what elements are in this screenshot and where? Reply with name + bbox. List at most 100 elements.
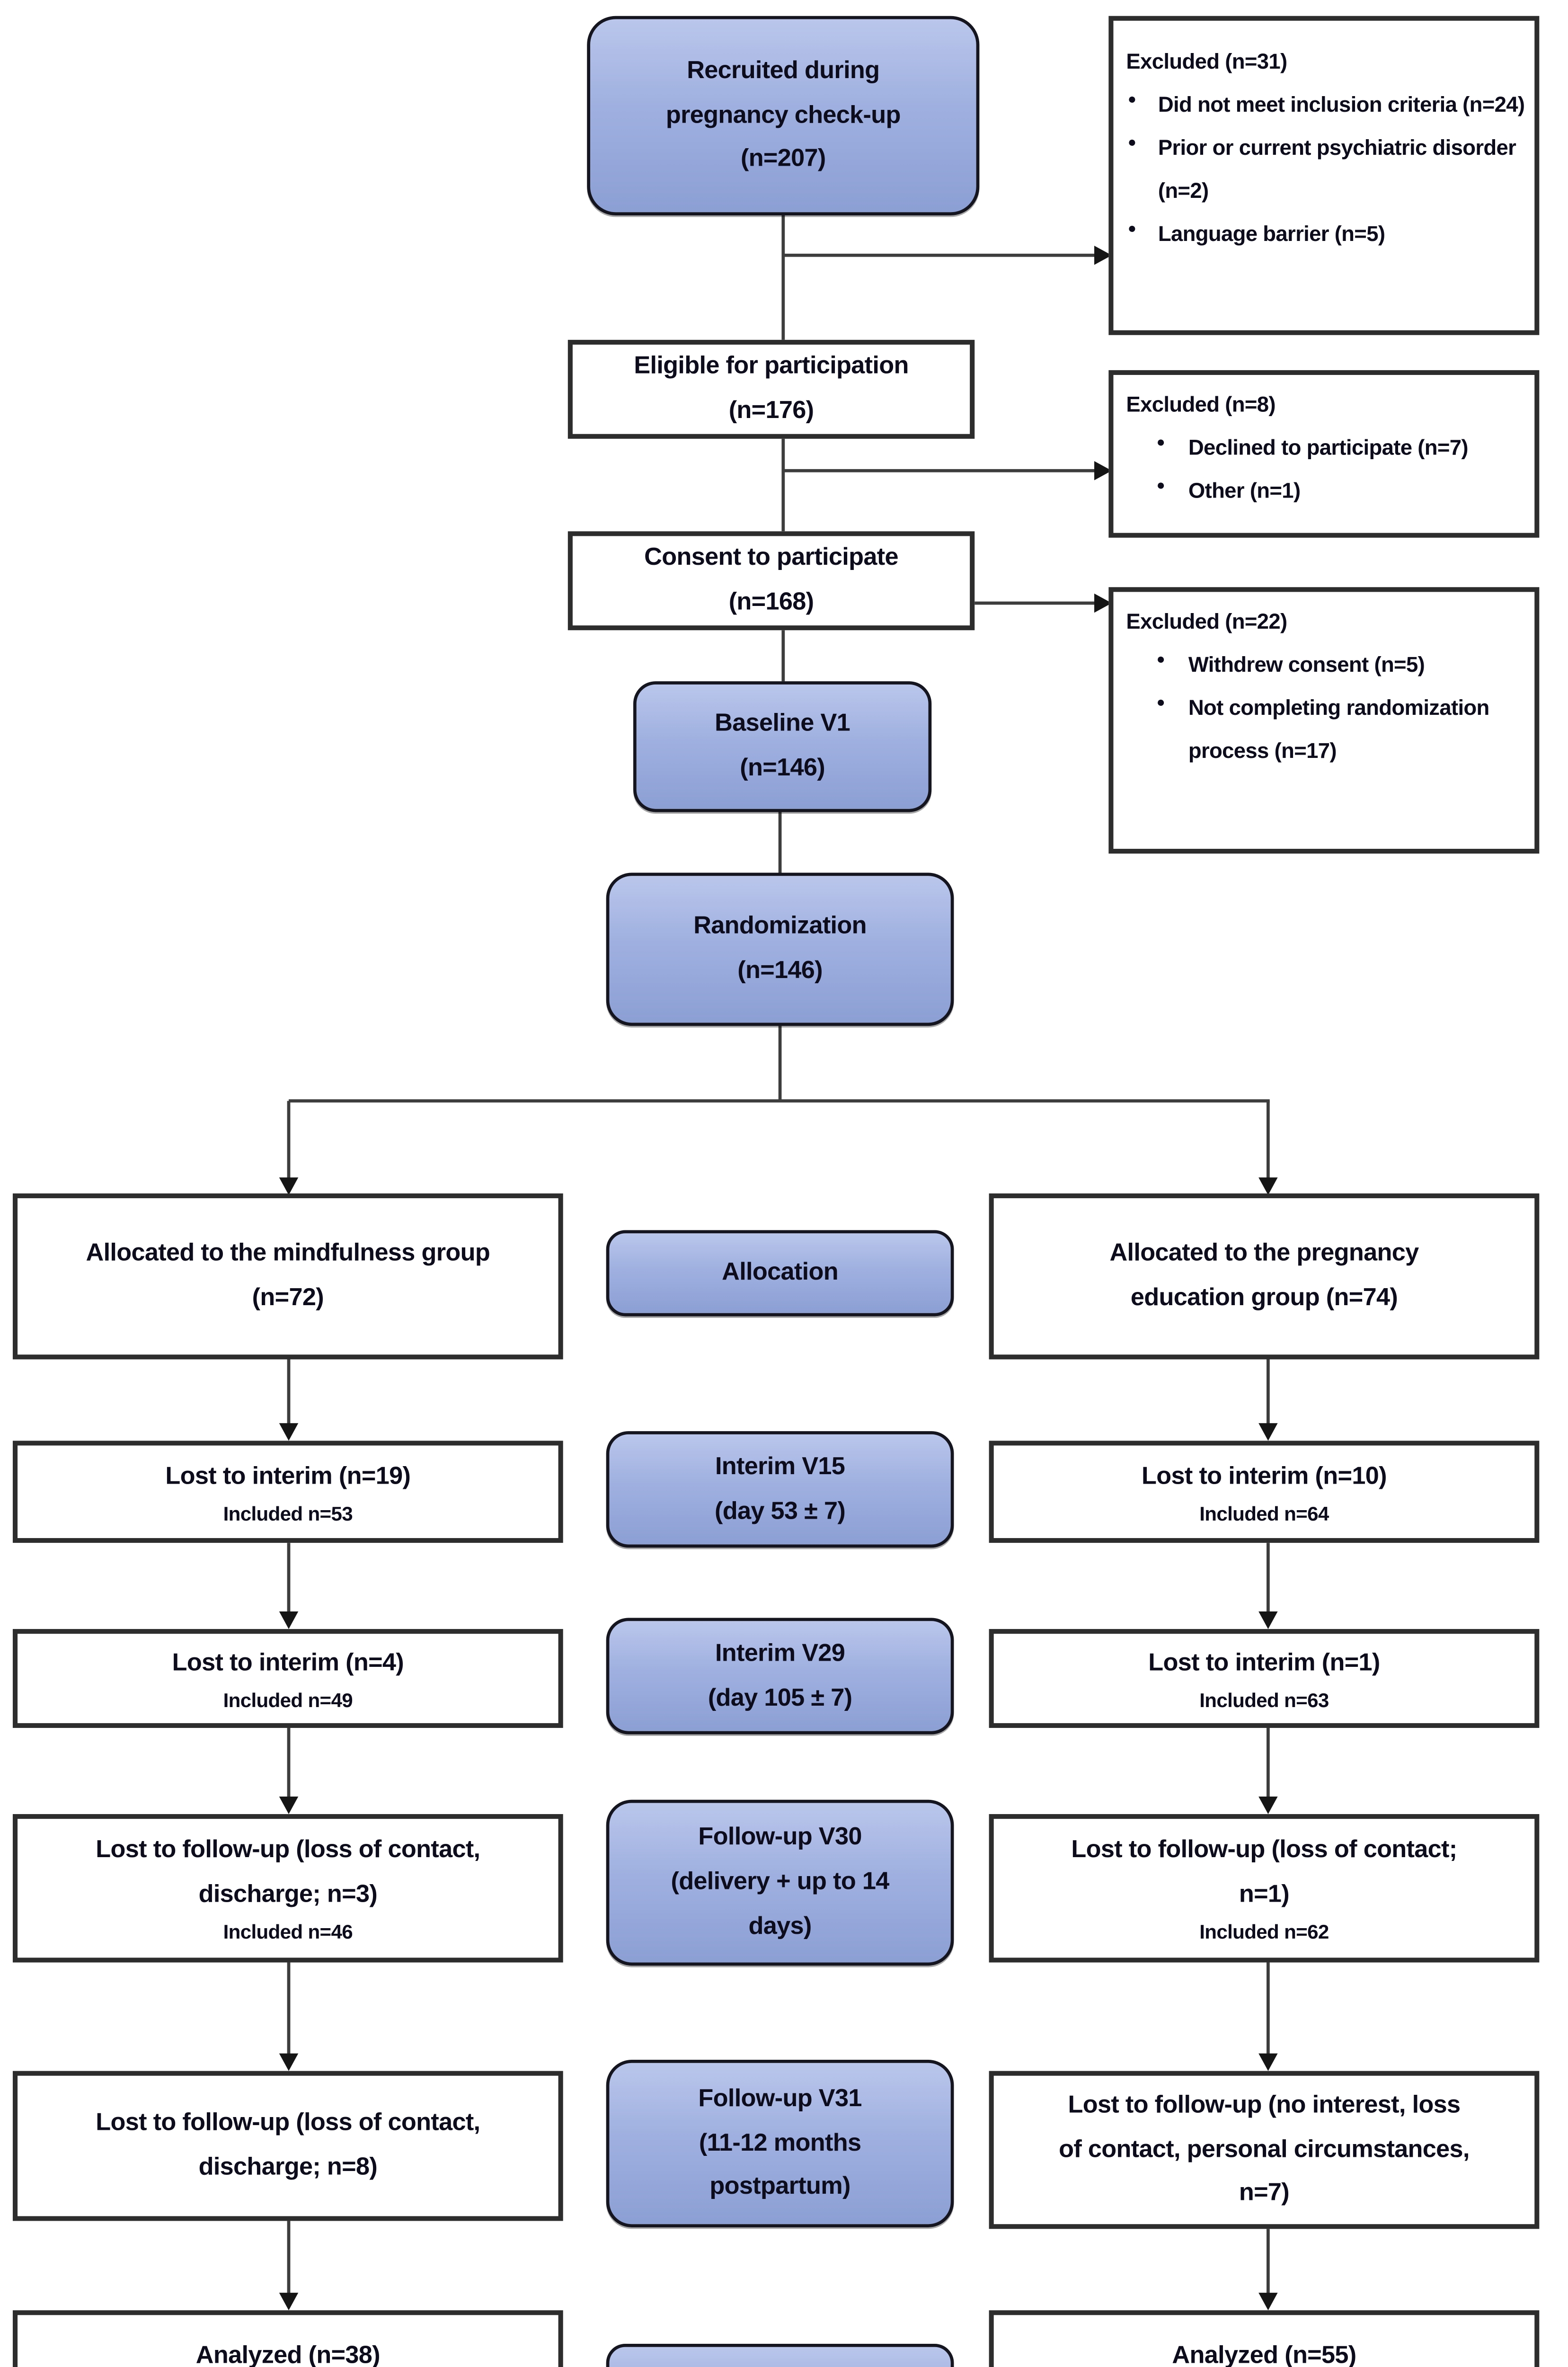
box-mindfulness-v31: Lost to follow-up (loss of contact, disc… — [12, 2071, 563, 2221]
box-included: Included n=53 — [223, 1502, 353, 1525]
box-education-v30: Lost to follow-up (loss of contact; n=1)… — [989, 1814, 1540, 1963]
node-count: (n=168) — [728, 588, 814, 616]
stage-detail: (day 53 ± 7) — [714, 1497, 846, 1525]
node-recruited: Recruited during pregnancy check-up (n=2… — [587, 16, 980, 215]
excluded-item: Language barrier (n=5) — [1113, 212, 1534, 255]
node-label: Randomization — [693, 913, 867, 940]
stage-label: Interim V15 — [715, 1453, 845, 1480]
stage-followup-v31: Follow-up V31 (11-12 months postpartum) — [606, 2060, 954, 2227]
box-label: of contact, personal circumstances, — [1059, 2136, 1470, 2163]
box-label: Lost to interim (n=4) — [172, 1649, 404, 1677]
box-label: Lost to interim (n=19) — [165, 1462, 411, 1490]
stage-label: Allocation — [722, 1259, 838, 1286]
arrowhead-right-v30 — [1258, 1796, 1278, 1815]
arrowhead-excluded-31 — [1094, 246, 1112, 265]
node-label: Baseline V1 — [715, 710, 850, 738]
arrowhead-allocated-right — [1258, 1177, 1278, 1195]
node-count: (n=207) — [740, 146, 826, 173]
box-mindfulness-v30: Lost to follow-up (loss of contact, disc… — [12, 1814, 563, 1963]
box-education-v31: Lost to follow-up (no interest, loss of … — [989, 2071, 1540, 2229]
arrowhead-excluded-22 — [1094, 593, 1112, 613]
stage-interim-v29: Interim V29 (day 105 ± 7) — [606, 1618, 954, 1735]
arrowhead-right-v15 — [1258, 1423, 1278, 1441]
box-label: Lost to interim (n=1) — [1148, 1649, 1380, 1677]
stage-followup-v30: Follow-up V30 (delivery + up to 14 days) — [606, 1799, 954, 1966]
node-count: (n=146) — [740, 755, 825, 782]
excluded-box-consent: Excluded (n=22) Withdrew consent (n=5) N… — [1108, 587, 1540, 854]
excluded-list: Did not meet inclusion criteria (n=24) P… — [1113, 83, 1534, 255]
arrowhead-left-v30 — [279, 1796, 299, 1815]
excluded-box-eligibility: Excluded (n=8) Declined to participate (… — [1108, 370, 1540, 538]
box-label: Analyzed (n=38) — [195, 2341, 381, 2367]
arrowhead-right-analysis — [1258, 2293, 1278, 2311]
arrowhead-left-analysis — [279, 2293, 299, 2311]
excluded-title: Excluded (n=31) — [1126, 49, 1287, 74]
box-label: Lost to interim (n=10) — [1142, 1462, 1387, 1490]
excluded-box-recruitment: Excluded (n=31) Did not meet inclusion c… — [1108, 16, 1540, 335]
box-label: discharge; n=8) — [198, 2153, 378, 2181]
arrowhead-left-v29 — [279, 1611, 299, 1629]
node-label: pregnancy check-up — [665, 101, 901, 129]
excluded-item: Prior or current psychiatric disorder (n… — [1113, 126, 1534, 212]
excluded-item: Declined to participate (n=7) — [1113, 426, 1534, 469]
box-education-allocated: Allocated to the pregnancy education gro… — [989, 1193, 1540, 1360]
excluded-item: Not completing randomization process (n=… — [1113, 686, 1534, 772]
excluded-title: Excluded (n=8) — [1126, 392, 1276, 417]
excluded-title: Excluded (n=22) — [1126, 609, 1287, 634]
box-mindfulness-analysis: Analyzed (n=38) Overall dropout 47.2% — [12, 2310, 563, 2367]
node-count: (n=146) — [737, 957, 823, 985]
box-label: n=7) — [1239, 2180, 1290, 2207]
box-label: Allocated to the pregnancy — [1109, 1240, 1419, 1267]
box-education-analysis: Analyzed (n=55) Overall dropout 25.7% — [989, 2310, 1540, 2367]
excluded-list: Declined to participate (n=7) Other (n=1… — [1113, 426, 1534, 512]
node-randomization: Randomization (n=146) — [606, 872, 954, 1026]
stage-label: Follow-up V30 — [698, 1824, 862, 1851]
arrowhead-right-v31 — [1258, 2053, 1278, 2071]
box-label: Lost to follow-up (loss of contact; — [1071, 1837, 1457, 1864]
box-count: education group (n=74) — [1130, 1284, 1398, 1312]
stage-analysis: Analysis — [606, 2343, 954, 2367]
box-included: Included n=46 — [223, 1921, 353, 1944]
box-label: Allocated to the mindfulness group — [86, 1240, 490, 1267]
excluded-list: Withdrew consent (n=5) Not completing ra… — [1113, 643, 1534, 772]
box-count: (n=72) — [252, 1284, 324, 1312]
box-label: Analyzed (n=55) — [1172, 2341, 1356, 2367]
box-mindfulness-v29: Lost to interim (n=4) Included n=49 — [12, 1629, 563, 1728]
box-label: n=1) — [1239, 1881, 1290, 1909]
box-included: Included n=49 — [223, 1689, 353, 1711]
box-included: Included n=63 — [1199, 1689, 1329, 1711]
excluded-item: Did not meet inclusion criteria (n=24) — [1113, 83, 1534, 126]
box-mindfulness-allocated: Allocated to the mindfulness group (n=72… — [12, 1193, 563, 1360]
stage-label: Interim V29 — [715, 1639, 845, 1667]
arrowhead-allocated-left — [279, 1177, 299, 1195]
stage-detail: days) — [748, 1913, 812, 1940]
node-baseline-v1: Baseline V1 (n=146) — [633, 681, 932, 812]
stage-label: Follow-up V31 — [698, 2084, 862, 2112]
stage-detail: (11-12 months — [699, 2129, 861, 2157]
box-included: Included n=64 — [1199, 1502, 1329, 1525]
node-label: Eligible for participation — [634, 353, 909, 380]
box-label: Lost to follow-up (loss of contact, — [96, 1837, 480, 1864]
excluded-item: Withdrew consent (n=5) — [1113, 643, 1534, 686]
box-label: Lost to follow-up (loss of contact, — [96, 2109, 480, 2137]
node-label: Consent to participate — [644, 544, 898, 571]
stage-detail: (delivery + up to 14 — [671, 1868, 889, 1896]
arrowhead-left-v15 — [279, 1423, 299, 1441]
stage-allocation: Allocation — [606, 1230, 954, 1317]
node-consent: Consent to participate (n=168) — [567, 531, 975, 631]
arrowhead-right-v29 — [1258, 1611, 1278, 1629]
node-eligible: Eligible for participation (n=176) — [567, 339, 975, 439]
arrowhead-left-v31 — [279, 2053, 299, 2071]
box-label: Lost to follow-up (no interest, loss — [1068, 2091, 1461, 2118]
stage-interim-v15: Interim V15 (day 53 ± 7) — [606, 1431, 954, 1548]
box-education-v29: Lost to interim (n=1) Included n=63 — [989, 1629, 1540, 1728]
box-label: discharge; n=3) — [198, 1881, 378, 1909]
arrowhead-excluded-8 — [1094, 461, 1112, 481]
node-label: Recruited during — [687, 57, 880, 84]
box-education-v15: Lost to interim (n=10) Included n=64 — [989, 1441, 1540, 1543]
box-mindfulness-v15: Lost to interim (n=19) Included n=53 — [12, 1441, 563, 1543]
box-included: Included n=62 — [1199, 1921, 1329, 1944]
